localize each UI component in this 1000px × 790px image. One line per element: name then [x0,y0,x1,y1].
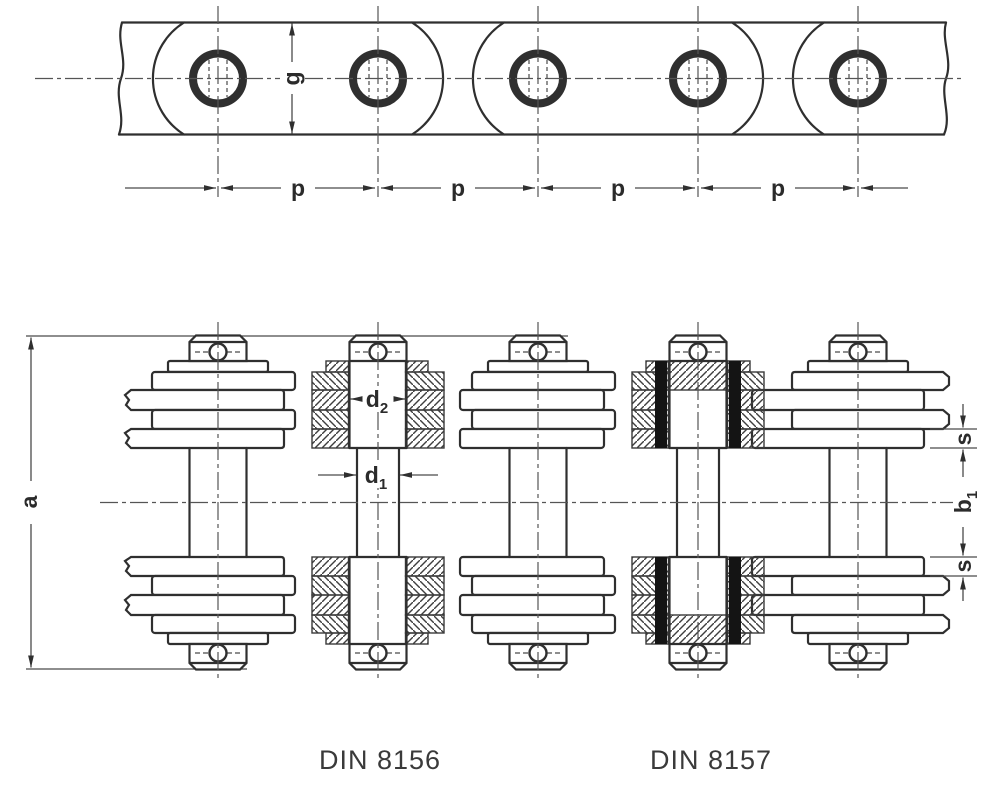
dim-label-p: p [451,175,465,201]
hidden-bore-lines [208,60,868,97]
link-end-arc [410,21,445,136]
dim-label-p: p [771,175,785,201]
dim-label-d1: d1 [365,462,387,493]
plate [790,574,951,597]
bush-bar [729,361,741,448]
dimension-d2: d2 [350,386,406,417]
plate [150,613,297,635]
sleeve-tube [348,359,408,646]
plate [123,593,286,617]
sleeve-tube [668,359,728,646]
plate [790,370,951,392]
bush-bars [655,361,741,644]
plate [458,388,606,412]
dim-label-p: p [611,175,625,201]
plate [150,370,297,392]
link-end-arc [151,21,186,136]
plate [458,427,606,450]
dimension-d1: d1 [318,462,438,493]
dim-label-s-lower: s [950,560,976,573]
lamella-plates [123,359,951,646]
plate [470,370,617,392]
plate [750,593,926,617]
plate [150,574,297,597]
section-hatch-pin2 [311,360,445,645]
plate [458,555,606,578]
plate [123,555,286,578]
plate [458,593,606,617]
plate [470,574,617,597]
plate [790,613,951,635]
dimension-p-chain: p p p p [125,175,908,201]
standard-captions: DIN 8156 DIN 8157 [319,745,772,775]
side-elevation-view: g p p p p [35,6,963,201]
plate [470,408,617,431]
plate [123,388,286,412]
din-8156-label: DIN 8156 [319,745,441,775]
bush-bar [655,361,667,448]
plate [750,388,926,412]
dim-label-a: a [16,495,42,508]
plate [750,427,926,450]
plate [790,408,951,431]
dim-label-p: p [291,175,305,201]
din-8157-label: DIN 8157 [650,745,772,775]
dimension-a: a [16,337,42,668]
dim-label-d2: d2 [366,386,388,417]
sleeve-silhouette [188,446,248,559]
dim-label-b1: b1 [950,491,981,513]
plate [750,555,926,578]
dim-label-g: g [279,71,305,85]
bush-bar [655,557,667,644]
plate [150,408,297,431]
bush-bar [729,557,741,644]
dimension-s-b1: s b1 s [930,404,981,601]
dimension-g: g [279,23,305,134]
plan-section-view: a d2 d1 s b1 s [16,322,981,682]
plate [470,613,617,635]
dim-label-s-upper: s [950,433,976,446]
pin-caps [188,334,888,671]
plate [123,427,286,450]
